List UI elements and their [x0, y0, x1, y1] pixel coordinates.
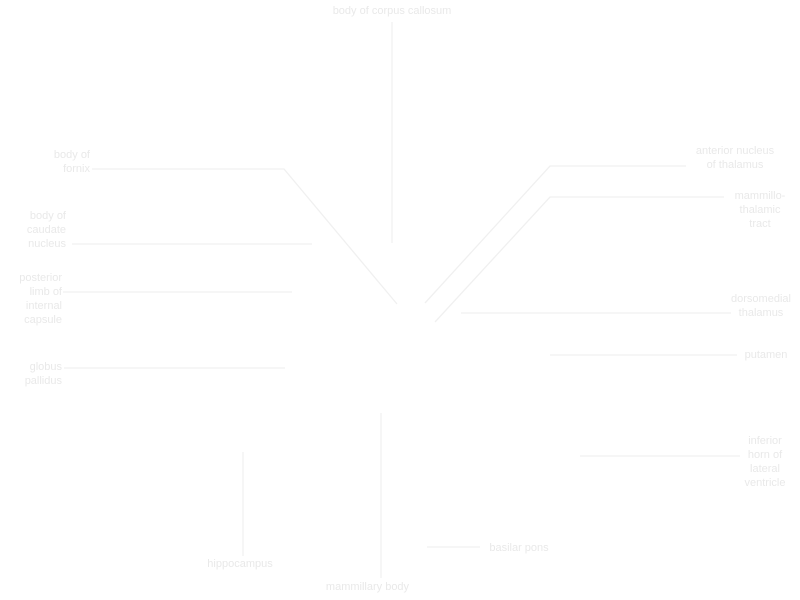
label-inferior-horn-of-lateral-ventricle: inferior horn of lateral ventricle [744, 435, 786, 489]
label-globus-pallidus: globus pallidus [24, 361, 62, 387]
label-basilar-pons: basilar pons [489, 542, 549, 554]
label-mammillothalamic-tract: mammillo- thalamic tract [734, 190, 786, 230]
label-body-of-corpus-callosum: body of corpus callosum [332, 5, 452, 17]
label-anterior-nucleus-of-thalamus: anterior nucleus of thalamus [695, 145, 775, 171]
label-body-of-fornix: body of fornix [53, 149, 90, 175]
leader-mammillothalamic-tract [434, 196, 724, 323]
leader-anterior-nucleus [424, 165, 686, 304]
label-posterior-limb-of-internal-capsule: posterior limb of internal capsule [19, 272, 62, 326]
label-body-of-caudate-nucleus: body of caudate nucleus [26, 210, 66, 250]
label-mammillary-body: mammillary body [325, 581, 410, 593]
leader-fornix [92, 168, 398, 305]
label-dorsomedial-thalamus: dorsomedial thalamus [731, 293, 791, 319]
label-hippocampus: hippocampus [207, 558, 273, 570]
label-putamen: putamen [744, 349, 788, 361]
